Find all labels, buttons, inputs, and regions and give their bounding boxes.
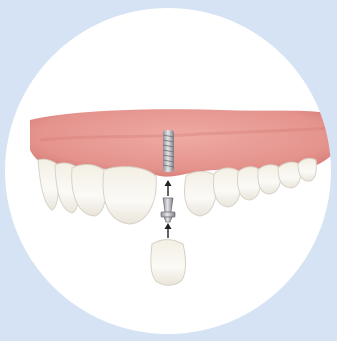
tooth bbox=[238, 167, 261, 200]
tooth bbox=[258, 165, 281, 194]
implant-screw bbox=[163, 130, 174, 172]
tooth bbox=[214, 168, 241, 207]
crown bbox=[151, 240, 186, 286]
